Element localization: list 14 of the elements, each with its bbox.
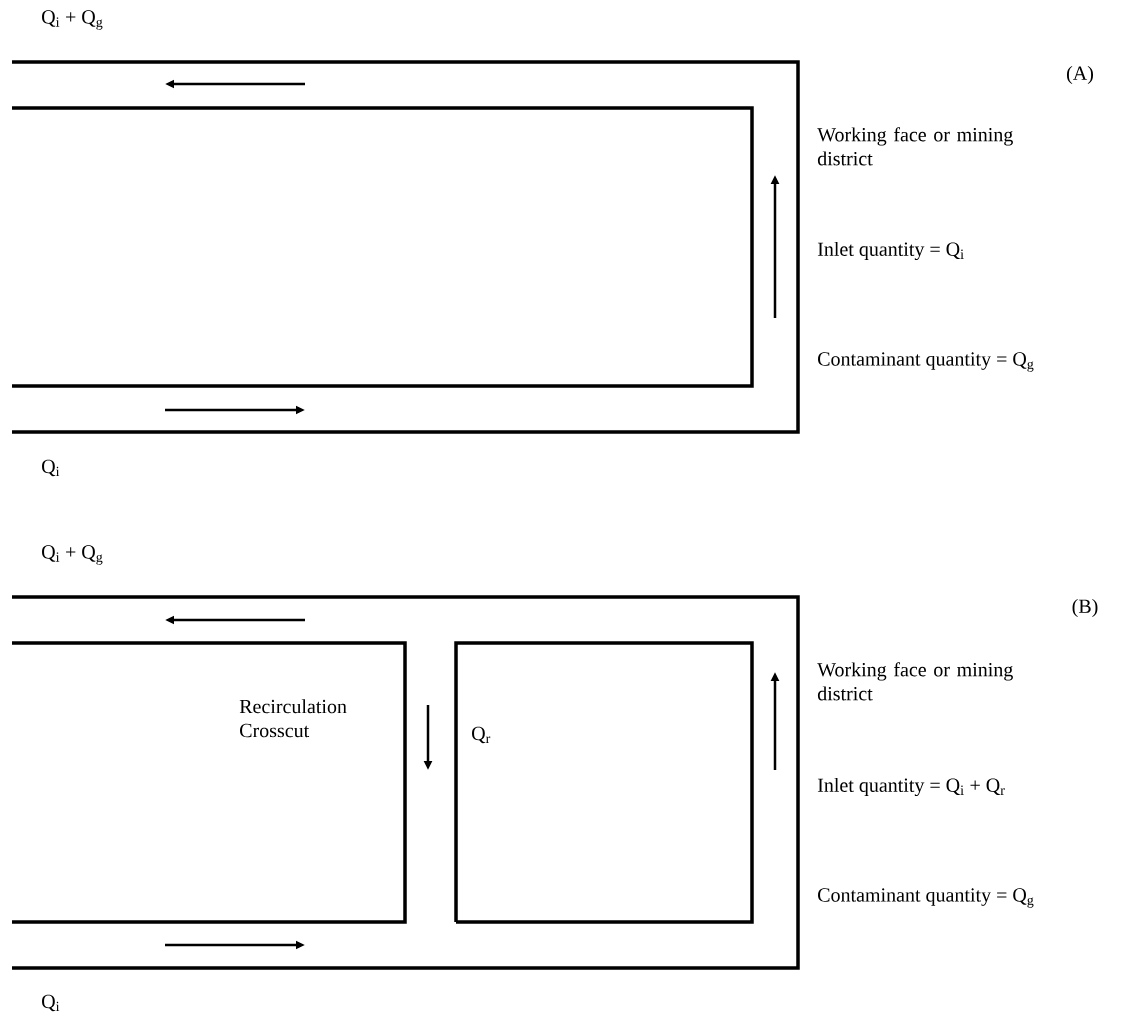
contaminant-quantity-label: Contaminant quantity = Q$_{g}$ [818, 888, 1034, 908]
flow-quantity-label: Q$_{i}$ [42, 459, 60, 477]
crosscut-label: Recirculation Crosscut [239, 699, 347, 738]
inlet-quantity-label: Inlet quantity = Q$_{i}$ [817, 241, 964, 261]
flow-quantity-label: Q$_{i}$ + Q$_{g}$ [42, 10, 103, 30]
panel-label: (A) [1067, 65, 1093, 85]
inlet-quantity-label: Inlet quantity = Q$_{i}$ + Q$_{r}$ [817, 777, 1005, 797]
contaminant-quantity-label: Contaminant quantity = Q$_{g}$ [818, 352, 1034, 372]
panel-label: (B) [1072, 598, 1098, 618]
zone-label: Working face or mining district [817, 127, 1013, 166]
flow-quantity-label: Q$_{r}$ [472, 726, 491, 744]
zone-label: Working face or mining district [817, 662, 1013, 701]
flow-quantity-label: Q$_{i}$ [42, 994, 60, 1012]
flow-quantity-label: Q$_{i}$ + Q$_{g}$ [42, 545, 103, 565]
